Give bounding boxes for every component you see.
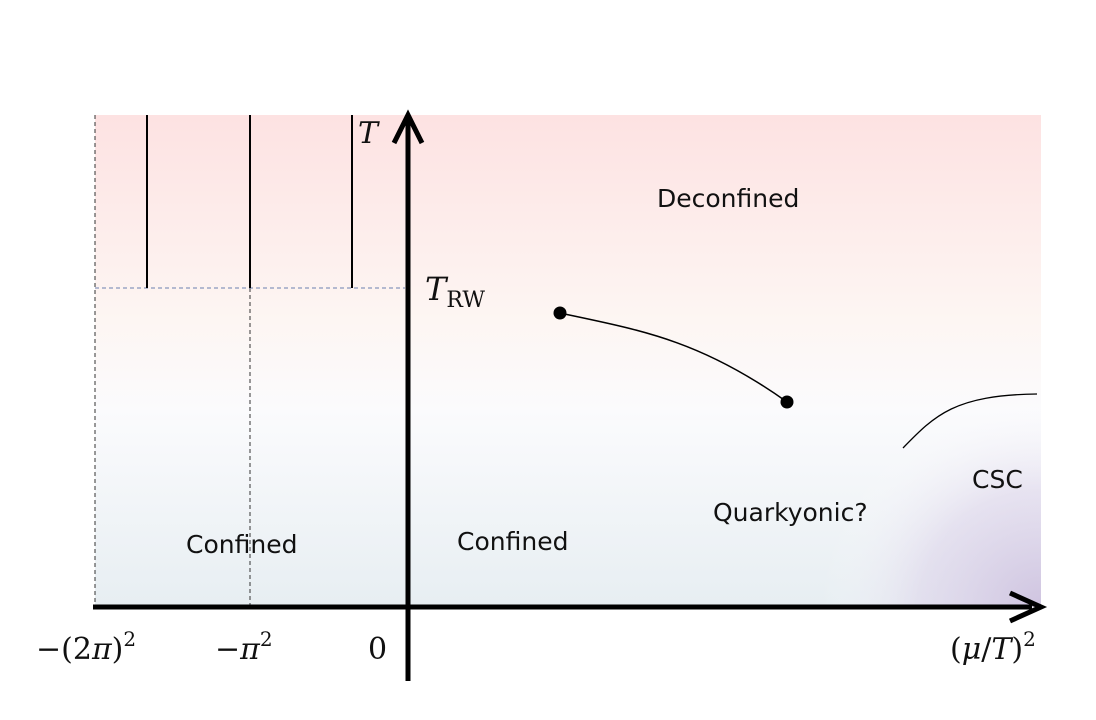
trw-label-sub: RW: [446, 288, 485, 313]
region-label-confined-left: Confined: [186, 530, 297, 559]
critical-point-right: [780, 395, 794, 409]
region-label-quarkyonic: Quarkyonic?: [713, 498, 868, 527]
region-label-csc: CSC: [972, 465, 1023, 494]
tick-zero: 0: [368, 632, 387, 667]
trw-label-main: T: [425, 270, 449, 308]
x-axis-label: (μ/T)2: [950, 627, 1036, 667]
region-label-deconfined: Deconfined: [657, 184, 799, 213]
tick-minus-two-pi-squared: −(2π)2: [36, 627, 136, 667]
first-order-transition-curve: [559, 312, 788, 403]
csc-region-shading: [820, 395, 1041, 607]
critical-point-left: [553, 306, 567, 320]
csc-boundary-curve: [902, 393, 1038, 449]
x-axis-arrowhead: [1008, 590, 1048, 624]
region-label-confined-right: Confined: [457, 527, 568, 556]
y-axis-arrowhead: [391, 109, 425, 145]
y-axis-label: T: [358, 116, 380, 151]
tick-minus-pi-squared: −π2: [215, 627, 273, 667]
trw-label: TRW: [425, 270, 485, 313]
